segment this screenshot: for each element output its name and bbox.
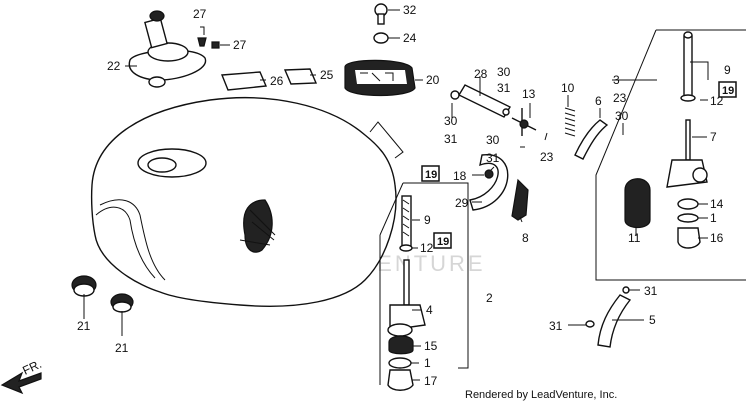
callout-30: 30 — [497, 65, 511, 79]
callout-14: 14 — [710, 197, 724, 211]
vent-tube-28 — [450, 84, 511, 118]
callout-4: 4 — [426, 303, 433, 317]
callout-9: 9 — [424, 213, 431, 227]
callout-31: 31 — [644, 284, 658, 298]
spring-10 — [564, 107, 576, 137]
callout-7: 7 — [710, 130, 717, 144]
callout-1: 1 — [424, 356, 431, 370]
footer-credit: Rendered by LeadVenture, Inc. — [465, 389, 617, 401]
callout-31: 31 — [497, 81, 511, 95]
petcock-group-2 — [379, 182, 469, 391]
callout-16: 16 — [710, 231, 724, 245]
emblem-20 — [344, 59, 416, 97]
callout-31: 31 — [549, 319, 563, 333]
petcock-group-3 — [595, 29, 746, 281]
svg-text:19: 19 — [437, 236, 449, 248]
callout-13: 13 — [522, 87, 536, 101]
callout-22: 22 — [107, 59, 121, 73]
callout-12: 12 — [710, 94, 724, 108]
hose-5 — [585, 286, 632, 348]
callout-6: 6 — [595, 94, 602, 108]
callout-3: 3 — [613, 73, 620, 87]
callout-12: 12 — [420, 241, 434, 255]
callout-10: 10 — [561, 81, 575, 95]
callout-18: 18 — [453, 169, 467, 183]
callouts: 32 24 27 27 22 26 25 20 28 30 31 30 31 1… — [77, 3, 731, 388]
fuel-cap-assembly — [128, 10, 207, 88]
reference-badge: 19 — [433, 232, 452, 249]
callout-21: 21 — [115, 341, 129, 355]
hose-6 — [574, 119, 609, 160]
callout-23: 23 — [540, 150, 554, 164]
decals — [220, 68, 318, 91]
callout-30: 30 — [486, 133, 500, 147]
callout-17: 17 — [424, 374, 438, 388]
svg-text:19: 19 — [722, 85, 734, 97]
callout-8: 8 — [522, 231, 529, 245]
callout-31: 31 — [444, 132, 458, 146]
fuel-tank — [90, 97, 404, 307]
callout-21: 21 — [77, 319, 91, 333]
callout-1: 1 — [710, 211, 717, 225]
t-joint-13 — [511, 108, 537, 136]
callout-20: 20 — [426, 73, 440, 87]
callout-31: 31 — [486, 151, 500, 165]
reference-badge: 19 — [421, 165, 440, 182]
strainer-8 — [511, 178, 529, 221]
callout-26: 26 — [270, 74, 284, 88]
fuel-hose-29 — [469, 154, 509, 211]
callout-27: 27 — [193, 7, 207, 21]
callout-32: 32 — [403, 3, 417, 17]
callout-11: 11 — [628, 231, 641, 245]
callout-29: 29 — [455, 196, 469, 210]
callout-15: 15 — [424, 339, 438, 353]
bolt-and-cushion — [373, 3, 389, 44]
front-arrow: FR. — [0, 357, 44, 395]
callout-23: 23 — [613, 91, 627, 105]
callout-30: 30 — [615, 109, 629, 123]
callout-28: 28 — [474, 67, 488, 81]
screws-27 — [197, 37, 220, 49]
callout-30: 30 — [444, 114, 458, 128]
callout-27: 27 — [233, 38, 247, 52]
svg-text:19: 19 — [425, 169, 437, 181]
cushions-21 — [71, 275, 134, 313]
callout-24: 24 — [403, 31, 417, 45]
leader-lines — [83, 9, 708, 381]
callout-2: 2 — [486, 291, 493, 305]
reference-badge: 19 — [718, 81, 737, 98]
callout-5: 5 — [649, 313, 656, 327]
callout-9: 9 — [724, 63, 731, 77]
callout-25: 25 — [320, 68, 334, 82]
